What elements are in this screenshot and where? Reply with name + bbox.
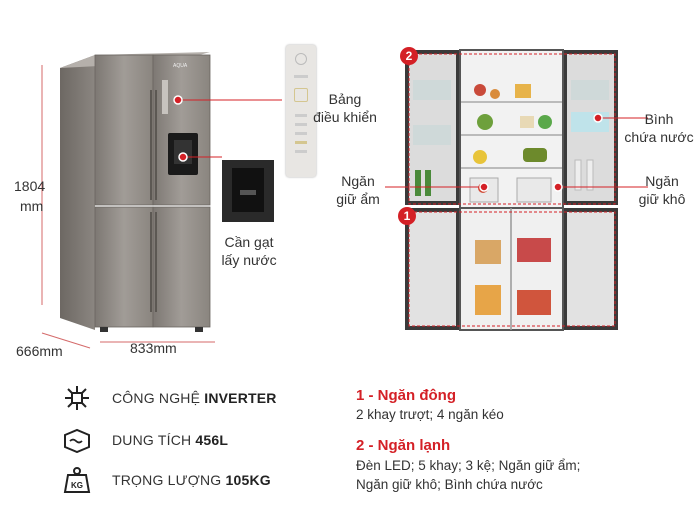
control-panel-closeup (286, 45, 316, 177)
spec-weight: KG TRỌNG LƯỢNG 105KG (60, 465, 271, 495)
spec-capacity: DUNG TÍCH 456L (60, 425, 228, 455)
spec-inverter-value: INVERTER (204, 390, 277, 406)
fridge-legend-body-1: Đèn LED; 5 khay; 3 kệ; Ngăn giữ ẩm; (356, 458, 581, 473)
spec-weight-value: 105KG (225, 472, 271, 488)
spec-capacity-prefix: DUNG TÍCH (112, 432, 196, 448)
height-unit: mm (20, 198, 44, 214)
width-dimension: 833mm (130, 340, 177, 356)
chip-icon (60, 383, 94, 413)
fridge-legend-body-2: Ngăn giữ khô; Bình chứa nước (356, 477, 543, 492)
open-fridge-callout-lines (385, 113, 648, 192)
weight-icon-text: KG (71, 481, 83, 490)
freezer-legend-body: 2 khay trượt; 4 ngăn kéo (356, 407, 504, 422)
freezer-badge: 1 (398, 207, 416, 225)
fridge-badge: 2 (400, 47, 418, 65)
brand-logo: AQUA (173, 63, 188, 69)
height-dimension: 1804 (14, 178, 46, 194)
panel-icon (295, 53, 307, 65)
weight-icon: KG (60, 465, 94, 495)
spec-capacity-value: 456L (195, 432, 229, 448)
depth-dimension: 666mm (16, 343, 63, 359)
fridge-legend-title: 2 - Ngăn lạnh (356, 437, 451, 454)
freezer-legend-title: 1 - Ngăn đông (356, 387, 456, 404)
open-fridge-illustration (405, 49, 618, 331)
spec-weight-prefix: TRỌNG LƯỢNG (112, 472, 226, 488)
closed-fridge-illustration (41, 52, 282, 349)
spec-inverter-prefix: CÔNG NGHỆ (112, 390, 205, 406)
capacity-icon (60, 425, 94, 455)
spec-inverter: CÔNG NGHỆ INVERTER (60, 383, 277, 413)
